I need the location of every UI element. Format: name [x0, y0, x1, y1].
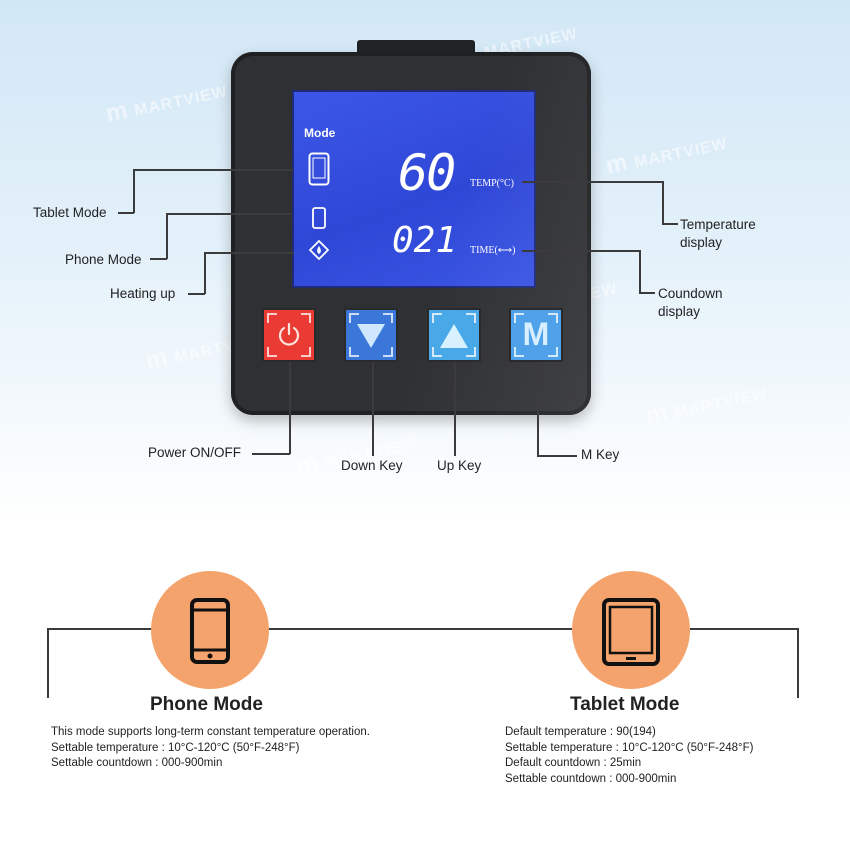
triangle-up-icon	[440, 324, 468, 348]
triangle-down-icon	[357, 324, 385, 348]
down-button[interactable]	[344, 308, 398, 362]
heating-icon	[309, 240, 329, 260]
lcd-mode-label: Mode	[304, 126, 336, 140]
callout-line	[133, 169, 293, 171]
callout-line	[639, 250, 641, 293]
callout-line	[662, 223, 678, 225]
power-button[interactable]	[262, 308, 316, 362]
callout-line	[118, 212, 134, 214]
phone-mode-title: Phone Mode	[150, 694, 263, 715]
callout-up-key: Up Key	[437, 458, 482, 473]
m-button[interactable]: M	[509, 308, 563, 362]
callout-line	[537, 455, 577, 457]
callout-line	[166, 213, 291, 215]
divider-line	[47, 628, 49, 698]
callout-line	[204, 252, 206, 294]
callout-line	[662, 181, 664, 224]
callout-line	[289, 362, 291, 454]
phone-icon	[312, 207, 326, 229]
callout-heating-up: Heating up	[110, 286, 176, 301]
tablet-mode-title: Tablet Mode	[570, 694, 680, 715]
callout-line	[537, 362, 539, 456]
power-icon	[278, 322, 300, 346]
callout-line	[150, 258, 167, 260]
callout-line	[133, 169, 135, 213]
callout-line	[166, 213, 168, 259]
tablet-icon	[602, 598, 660, 666]
divider-line	[690, 628, 798, 630]
m-key-label: M	[522, 316, 550, 352]
callout-line	[372, 362, 374, 456]
callout-m-key: M Key	[581, 447, 620, 462]
temperature-readout: 60	[398, 144, 456, 202]
countdown-unit-label: TIME(⟷)	[470, 245, 516, 256]
callout-countdown-display: Coundown display	[658, 286, 723, 319]
callout-line	[204, 252, 294, 254]
callout-line	[188, 293, 205, 295]
callout-temperature-display: Temperature display	[680, 217, 756, 250]
divider-line	[47, 628, 152, 630]
callout-line	[252, 453, 290, 455]
callout-line	[639, 292, 655, 294]
tablet-mode-description: Default temperature : 90(194) Settable t…	[505, 726, 754, 785]
tablet-icon	[308, 152, 330, 186]
temperature-unit-label: TEMP(°C)	[470, 178, 514, 189]
callout-tablet-mode: Tablet Mode	[33, 205, 107, 220]
phone-icon	[190, 598, 230, 664]
callout-power: Power ON/OFF	[148, 445, 242, 460]
countdown-readout: 021	[392, 220, 458, 261]
up-button[interactable]	[427, 308, 481, 362]
device-clip	[357, 40, 475, 54]
divider-line	[268, 628, 572, 630]
phone-mode-circle	[151, 571, 269, 689]
tablet-mode-circle	[572, 571, 690, 689]
callout-line	[522, 250, 640, 252]
divider-line	[797, 628, 799, 698]
lcd-screen: Mode 60 TEMP(°C) 021 TIME(⟷)	[292, 90, 536, 288]
callout-line	[522, 181, 663, 183]
phone-mode-description: This mode supports long-term constant te…	[51, 726, 370, 769]
callout-down-key: Down Key	[341, 458, 403, 473]
callout-phone-mode: Phone Mode	[65, 252, 142, 267]
callout-line	[454, 362, 456, 456]
